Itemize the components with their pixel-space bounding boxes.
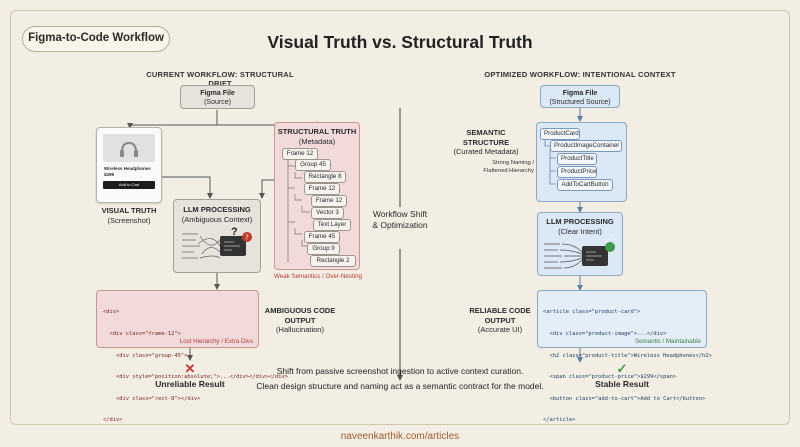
code-line: <div class="rect-8"></div> <box>103 395 201 402</box>
ambiguous-code-box: <div> <div class="frame-12"> <div class=… <box>96 290 288 423</box>
llm-clear-box: LLM PROCESSING (Clear Intent) <box>537 212 623 276</box>
question-mark: ? <box>231 226 238 238</box>
headphones-image <box>103 134 155 162</box>
layer-node: Frame 45 <box>304 231 340 243</box>
structural-truth-sub: (Metadata) <box>298 136 336 146</box>
stable-result: Stable Result <box>595 379 649 389</box>
structural-truth-label: STRUCTURAL TRUTH (Metadata) <box>275 127 359 146</box>
layer-node: Rectangle 8 <box>304 171 346 183</box>
semantic-node: ProductCard <box>540 128 580 140</box>
right-figma-file-title: Figma File <box>562 90 598 97</box>
semantic-tree-lines <box>544 140 556 185</box>
code-line: <article class="product-card"> <box>543 309 641 316</box>
llm-ambiguous-title: LLM PROCESSING <box>183 205 251 214</box>
left-figma-file-title: Figma File <box>200 90 235 97</box>
semantic-node: ProductImageContainer <box>550 140 622 152</box>
ambiguous-code-lines: <div> <div class="frame-12"> <div class=… <box>97 291 288 439</box>
llm-clear-title: LLM PROCESSING <box>546 217 614 226</box>
semantic-maintainable-note: Semantic / Maintainable <box>634 338 701 345</box>
left-heading: CURRENT WORKFLOW: STRUCTURAL DRIFT <box>146 70 294 88</box>
layer-node: Group 45 <box>295 159 331 171</box>
code-line: <div style="position:absolute;">...</div… <box>103 374 288 381</box>
right-figma-file-sub: (Structured Source) <box>549 99 611 106</box>
layer-node: Frame 12 <box>311 195 347 207</box>
layer-node: Text Layer <box>313 219 351 231</box>
ambiguous-output-label: AMBIGUOUS CODE OUTPUT (Hallucination) <box>262 306 338 335</box>
semantic-structure-title: SEMANTIC STRUCTURE <box>462 128 510 147</box>
semantic-node: AddToCartButton <box>557 179 613 191</box>
reliable-output-label: RELIABLE CODE OUTPUT (Accurate UI) <box>465 306 535 335</box>
page-title: Visual Truth vs. Structural Truth <box>267 32 533 52</box>
layer-node: Vector 3 <box>311 207 344 219</box>
outer-frame <box>10 10 790 425</box>
code-line: <h2 class="product-title">Wireless Headp… <box>543 352 712 359</box>
code-line: <div class="product-image">...</div> <box>543 331 667 338</box>
llm-check-mark: ✓ <box>605 238 611 245</box>
clear-lines-icon <box>544 242 615 269</box>
strong-naming-note: Strong Naming / Flattened Hierarchy <box>483 160 534 174</box>
screenshot-card: Wireless Headphones $299 Add to Cart <box>96 127 162 203</box>
card-add-to-cart: Add to Cart <box>103 181 155 189</box>
ambiguous-output-title: AMBIGUOUS CODE OUTPUT <box>264 306 336 325</box>
code-line: <div> <box>103 309 120 316</box>
left-figma-file-sub: (Source) <box>204 99 231 106</box>
semantic-node: ProductTitle <box>557 153 597 165</box>
layer-tree-lines <box>287 154 310 262</box>
code-line: <div class="frame-12"> <box>103 331 181 338</box>
caption-line-1: Shift from passive screenshot ingestion … <box>276 366 524 376</box>
reliable-output-sub: (Accurate UI) <box>477 325 523 334</box>
weak-semantics-note: Weak Semantics / Over-Nesting <box>274 273 362 280</box>
ambiguous-output-sub: (Hallucination) <box>276 325 324 334</box>
workflow-shift-label: Workflow Shift & Optimization <box>370 207 430 249</box>
reliable-code-lines: <article class="product-card"> <div clas… <box>538 291 712 439</box>
llm-clear-label: LLM PROCESSING (Clear Intent) <box>538 217 622 236</box>
code-line: </article> <box>543 417 576 424</box>
card-product-name: Wireless Headphones <box>104 166 151 171</box>
llm-ambiguous-box: LLM PROCESSING (Ambiguous Context) ? <box>173 199 261 273</box>
headphones-icon <box>120 141 138 157</box>
svg-text:?: ? <box>245 234 249 242</box>
semantic-structure-sub: (Curated Metadata) <box>453 147 519 156</box>
card-price: $299 <box>104 172 115 177</box>
visual-truth-label: VISUAL TRUTH (Screenshot) <box>90 206 168 225</box>
visual-truth-sub: (Screenshot) <box>107 215 151 225</box>
code-line: <div class="group-45"> <box>103 352 188 359</box>
semantic-structure-label: SEMANTIC STRUCTURE (Curated Metadata) <box>445 128 527 157</box>
structural-truth-title: STRUCTURAL TRUTH <box>277 127 357 136</box>
cross-icon: ✕ <box>184 361 196 376</box>
visual-truth-title: VISUAL TRUTH <box>101 206 157 215</box>
layer-node: Group 9 <box>307 243 340 255</box>
check-icon: ✓ <box>616 361 628 376</box>
unreliable-result: Unreliable Result <box>155 379 225 389</box>
reliable-code-box: <article class="product-card"> <div clas… <box>537 290 712 423</box>
layer-node: Rectangle 2 <box>310 255 356 267</box>
tangled-lines-icon: ? <box>182 232 252 259</box>
right-figma-file: Figma File (Structured Source) <box>540 85 620 108</box>
semantic-node: ProductPrice <box>557 166 597 178</box>
llm-clear-sub: (Clear Intent) <box>558 226 602 236</box>
footer-url[interactable]: naveenkarthik.com/articles <box>340 431 460 442</box>
reliable-output-title: RELIABLE CODE OUTPUT <box>469 306 531 325</box>
left-figma-file: Figma File (Source) <box>180 85 255 109</box>
llm-ambiguous-label: LLM PROCESSING (Ambiguous Context) <box>174 205 260 224</box>
right-heading: OPTIMIZED WORKFLOW: INTENTIONAL CONTEXT <box>484 70 676 79</box>
llm-ambiguous-sub: (Ambiguous Context) <box>181 214 253 224</box>
code-line: <button class="add-to-cart">Add to Cart<… <box>543 395 706 402</box>
arrow-screenshot-to-llm <box>162 176 213 199</box>
layer-node: Frame 12 <box>304 183 340 195</box>
caption-line-2: Clean design structure and naming act as… <box>256 381 544 391</box>
code-line: </div> <box>103 417 123 424</box>
arrow-figma-to-screenshot <box>127 110 218 129</box>
workflow-badge: Figma-to-Code Workflow <box>22 26 170 52</box>
code-line: <span class="product-price">$299</span> <box>543 374 677 381</box>
lost-hierarchy-note: Lost Hierarchy / Extra Divs <box>179 338 253 345</box>
